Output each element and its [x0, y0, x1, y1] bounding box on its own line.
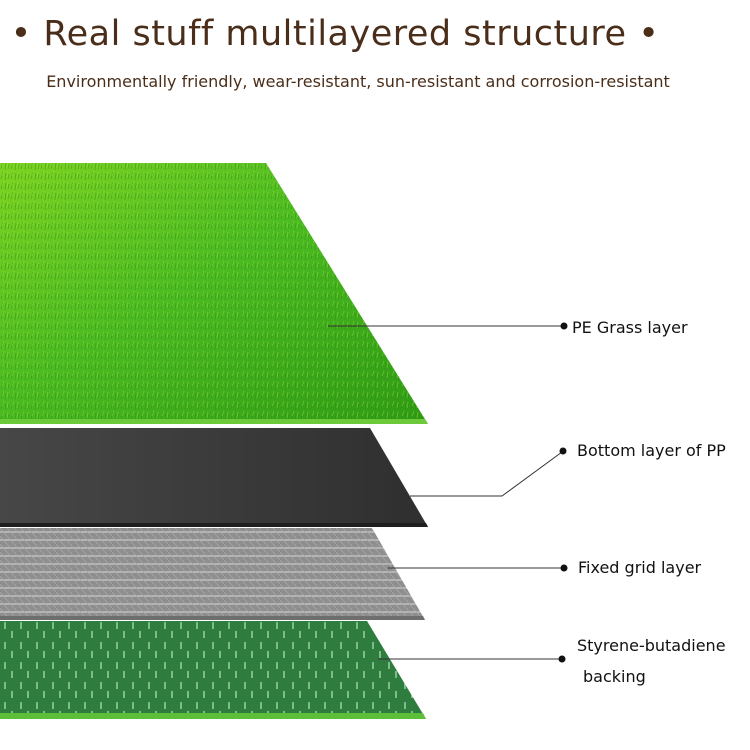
pp-edge	[0, 523, 428, 527]
sbr-edge	[0, 713, 426, 719]
pp-layer	[0, 428, 428, 527]
label-sbr-backing-line2: backing	[583, 667, 646, 686]
leader-line-pe	[328, 322, 568, 330]
label-fixed-grid-layer: Fixed grid layer	[578, 558, 702, 577]
label-sbr-backing-line1: Styrene-butadiene	[577, 636, 726, 655]
grass-edge	[0, 419, 428, 424]
leader-line-pp	[410, 447, 567, 497]
label-pe-grass-layer: PE Grass layer	[572, 318, 688, 337]
sbr-layer	[0, 621, 426, 719]
grass-texture	[0, 163, 428, 424]
page-title: • Real stuff multilayered structure •	[10, 14, 660, 54]
label-bottom-pp-layer: Bottom layer of PP	[577, 441, 726, 460]
leader-line-grid	[388, 564, 568, 572]
grid-layer	[0, 528, 425, 620]
grid-edge	[0, 616, 425, 620]
page-subtitle: Environmentally friendly, wear-resistant…	[46, 72, 670, 91]
leader-line-sbr	[378, 655, 566, 663]
